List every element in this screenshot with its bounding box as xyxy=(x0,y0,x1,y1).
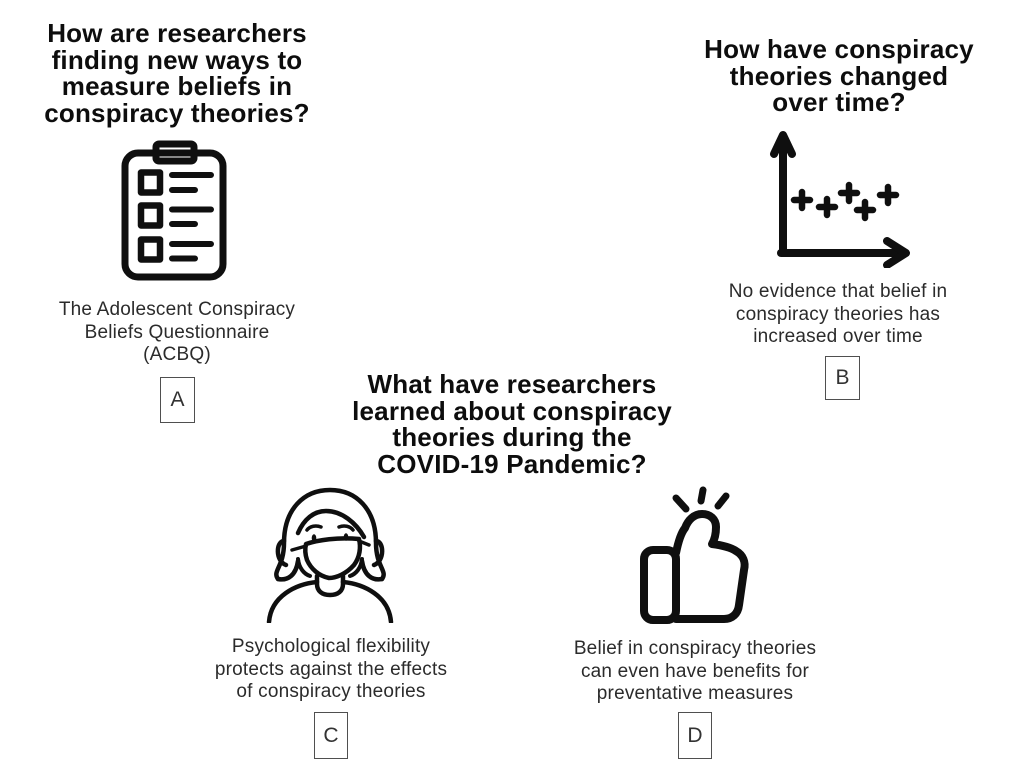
label-box-a: A xyxy=(160,377,195,423)
answer-d-text: Belief in conspiracy theories can even h… xyxy=(544,638,846,706)
scatter-plot-icon xyxy=(765,126,915,268)
question-cd-line: What have researchers xyxy=(367,369,657,399)
label-box-b: B xyxy=(825,356,860,400)
answer-c-line: protects against the effects xyxy=(214,658,448,680)
question-cd-line: theories during the xyxy=(392,422,632,452)
masked-person-icon xyxy=(262,481,398,623)
question-a-line: measure beliefs in xyxy=(61,71,293,101)
answer-d-line: preventative measures xyxy=(596,683,794,704)
answer-d-line: can even have benefits for xyxy=(580,660,810,682)
question-a-heading: How are researchers finding new ways to … xyxy=(17,20,337,126)
label-box-d: D xyxy=(678,712,712,759)
question-b-heading: How have conspiracy theories changed ove… xyxy=(682,36,996,116)
answer-c-line: Psychological flexibility xyxy=(231,636,431,657)
label-box-c: C xyxy=(314,712,348,759)
question-b-line: theories changed xyxy=(729,60,949,91)
question-b-line: How have conspiracy xyxy=(704,34,974,64)
answer-b-line: conspiracy theories has xyxy=(735,303,941,325)
question-b-line: over time? xyxy=(772,87,906,117)
answer-c-text: Psychological flexibility protects again… xyxy=(182,636,480,704)
question-a-line: How are researchers xyxy=(47,18,307,48)
answer-d-line: Belief in conspiracy theories xyxy=(573,638,817,659)
answer-a-line: (ACBQ) xyxy=(143,344,211,365)
label-d: D xyxy=(687,723,703,747)
label-c: C xyxy=(323,723,339,747)
thumbs-up-icon xyxy=(633,483,761,633)
label-b: B xyxy=(835,366,850,389)
question-cd-line: learned about conspiracy xyxy=(352,395,672,426)
answer-c-line: of conspiracy theories xyxy=(236,681,426,702)
question-a-line: finding new ways to xyxy=(51,44,303,75)
label-a: A xyxy=(170,388,185,411)
answer-a-line: Beliefs Questionnaire xyxy=(84,321,270,343)
answer-b-line: No evidence that belief in xyxy=(728,281,948,302)
answer-a-line: The Adolescent Conspiracy xyxy=(58,299,296,320)
question-cd-heading: What have researchers learned about cons… xyxy=(330,371,694,477)
answer-a-text: The Adolescent Conspiracy Beliefs Questi… xyxy=(27,299,327,367)
question-cd-line: COVID-19 Pandemic? xyxy=(377,448,647,479)
question-a-line: conspiracy theories? xyxy=(44,97,310,128)
answer-b-text: No evidence that belief in conspiracy th… xyxy=(686,281,990,349)
answer-b-line: increased over time xyxy=(753,326,923,347)
clipboard-checklist-icon xyxy=(118,140,230,282)
